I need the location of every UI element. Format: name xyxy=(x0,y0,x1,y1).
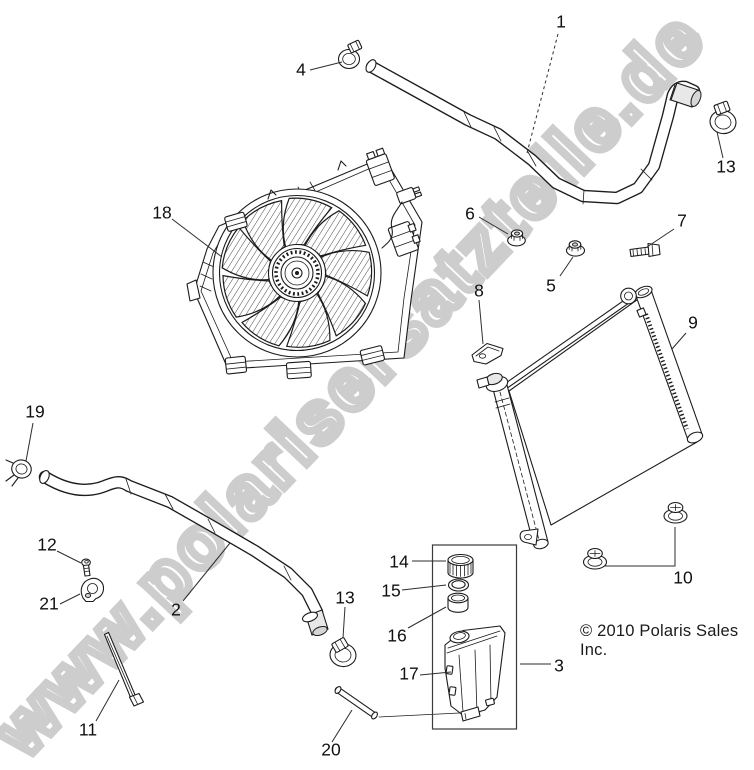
fan-hub-center xyxy=(295,271,299,275)
fan-corner-bracket-topleft xyxy=(224,211,248,232)
fan-foot-right xyxy=(359,345,385,366)
part-label-15: 15 xyxy=(381,580,401,601)
radiator-inlet-boss xyxy=(620,287,637,305)
leader-line-11 xyxy=(95,679,120,722)
fan-foot-left xyxy=(285,360,312,380)
part-label-8: 8 xyxy=(474,280,484,301)
radiator xyxy=(476,285,704,550)
spring-clamp-19 xyxy=(5,459,32,487)
fan-corner-bracket-right xyxy=(387,221,421,257)
part-label-10: 10 xyxy=(673,567,693,588)
flange-nut-6 xyxy=(507,229,526,247)
part-label-2: 2 xyxy=(171,599,181,620)
part-label-4: 4 xyxy=(296,59,306,80)
mount-bracket-8 xyxy=(471,342,504,365)
leader-line-16 xyxy=(407,606,447,629)
part-label-14: 14 xyxy=(389,551,409,572)
rubber-mount-10b xyxy=(663,501,688,524)
part-label-11: 11 xyxy=(78,719,98,740)
part-label-21: 21 xyxy=(39,593,59,614)
part-label-18: 18 xyxy=(152,202,172,223)
leader-line-6 xyxy=(478,216,509,235)
part-label-13: 13 xyxy=(716,156,736,177)
leader-line-1 xyxy=(526,33,559,154)
part-label-17: 17 xyxy=(399,663,419,684)
rubber-mount-10a xyxy=(582,547,608,570)
leader-line-10 xyxy=(604,527,676,567)
part-label-20: 20 xyxy=(321,739,341,760)
leader-line-8 xyxy=(478,299,484,345)
fan-connector-icon xyxy=(396,186,423,205)
screw-12 xyxy=(81,558,91,577)
bolt-11 xyxy=(103,631,145,707)
leader-line-13 xyxy=(716,131,724,159)
part-label-13: 13 xyxy=(335,587,355,608)
part-label-6: 6 xyxy=(465,203,475,224)
part-label-7: 7 xyxy=(677,210,687,231)
fan-corner-bracket-top xyxy=(365,147,395,186)
leader-line-13 xyxy=(342,606,346,639)
coolant-bottle-17 xyxy=(444,625,506,722)
assembly-box xyxy=(431,544,518,730)
part-label-3: 3 xyxy=(554,655,564,676)
fan-shroud-assembly xyxy=(186,147,423,380)
leader-line-2 xyxy=(182,542,231,602)
coolant-bottle-assembly xyxy=(431,544,518,730)
leader-line-19 xyxy=(25,422,34,462)
lower-radiator-hose xyxy=(38,470,329,637)
o-ring-15 xyxy=(447,578,470,592)
leader-line-18 xyxy=(171,218,223,258)
leader-line-7 xyxy=(646,228,675,248)
bushing-16 xyxy=(447,592,469,613)
leader-line-15 xyxy=(401,584,447,591)
leader-line-20 xyxy=(331,709,353,743)
hose-clamp-4 xyxy=(337,39,363,70)
bolt-7 xyxy=(629,242,661,258)
part-label-9: 9 xyxy=(688,312,698,333)
hose-clamp-13-upper xyxy=(709,100,737,135)
flange-nut-5 xyxy=(565,240,586,257)
radiator-mount-tab xyxy=(519,528,539,546)
bottle-cap-14 xyxy=(447,553,474,579)
fan-corner-bracket-bottomleft xyxy=(224,355,248,375)
leader-line-5 xyxy=(559,256,574,277)
leader-lines xyxy=(25,33,724,743)
leader-line-21 xyxy=(59,593,81,605)
leader-line-17 xyxy=(419,671,452,676)
hose-clamp-13-lower xyxy=(329,637,357,668)
part-label-5: 5 xyxy=(546,275,556,296)
part-label-12: 12 xyxy=(37,534,57,555)
copyright-notice: © 2010 Polaris Sales Inc. xyxy=(580,622,739,659)
leader-line-9 xyxy=(671,332,687,350)
part-label-16: 16 xyxy=(387,625,407,646)
part-label-1: 1 xyxy=(556,11,566,32)
leader-line-4 xyxy=(309,61,343,71)
leader-line-12 xyxy=(56,550,82,564)
part-label-19: 19 xyxy=(25,401,45,422)
p-clip-21 xyxy=(80,577,105,603)
upper-radiator-hose xyxy=(365,59,702,205)
